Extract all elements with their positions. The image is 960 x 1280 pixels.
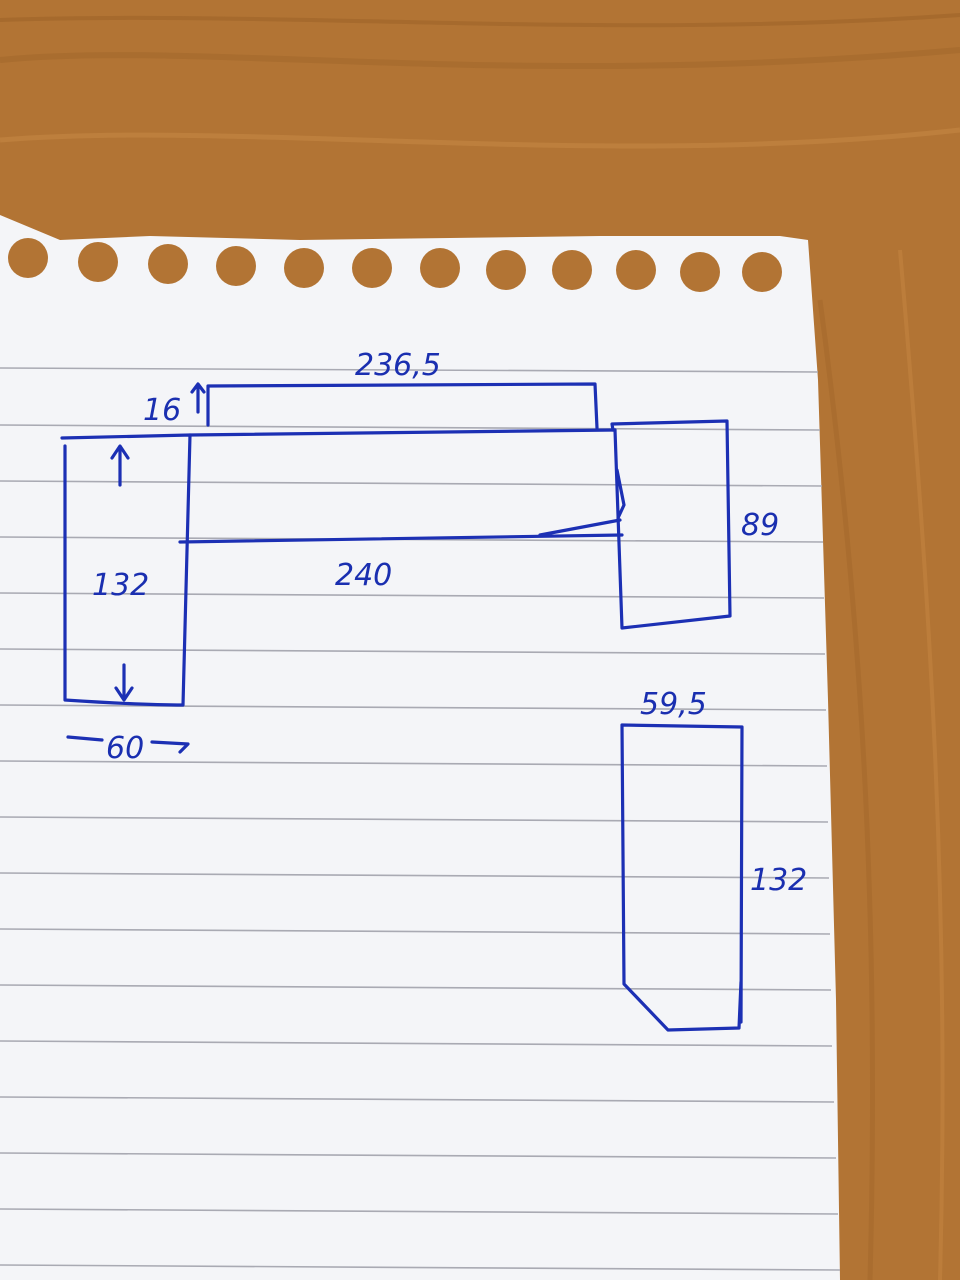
top-piece: 236,5 16 (143, 348, 599, 430)
left-block: 132 60 (60, 433, 192, 766)
main-bar: 240 (178, 428, 624, 593)
left-block-arrow-down (114, 663, 134, 702)
separate-piece: 59,5 132 (620, 687, 807, 1032)
top-piece-length-label: 236,5 (355, 348, 441, 383)
left-block-height-label: 132 (92, 568, 149, 603)
sketch: 236,5 16 132 60 240 89 (60, 348, 807, 1032)
separate-piece-outline (620, 723, 744, 1032)
top-piece-outline (206, 382, 599, 430)
main-bar-length-label: 240 (335, 558, 392, 593)
main-bar-diagonal (538, 518, 622, 537)
right-block-notch (615, 468, 626, 520)
top-piece-height-arrow (190, 382, 206, 414)
left-block-outline (60, 433, 192, 707)
right-block-outline (610, 419, 732, 630)
binding-holes (8, 238, 782, 292)
separate-piece-height-label: 132 (750, 863, 807, 898)
main-bar-bottom-edge (178, 533, 624, 544)
ruled-lines (0, 367, 841, 1271)
top-piece-height-label: 16 (143, 393, 181, 428)
left-block-width-label: 60 (106, 731, 144, 766)
left-block-width-arrow-right (150, 740, 190, 754)
right-block-height-label: 89 (741, 508, 779, 543)
notebook-paper (0, 215, 841, 1280)
left-block-arrow-up (110, 444, 130, 487)
left-block-width-line-left (66, 735, 104, 742)
main-bar-top-edge (188, 428, 617, 437)
right-block: 89 (610, 419, 779, 630)
separate-piece-width-label: 59,5 (640, 687, 707, 722)
